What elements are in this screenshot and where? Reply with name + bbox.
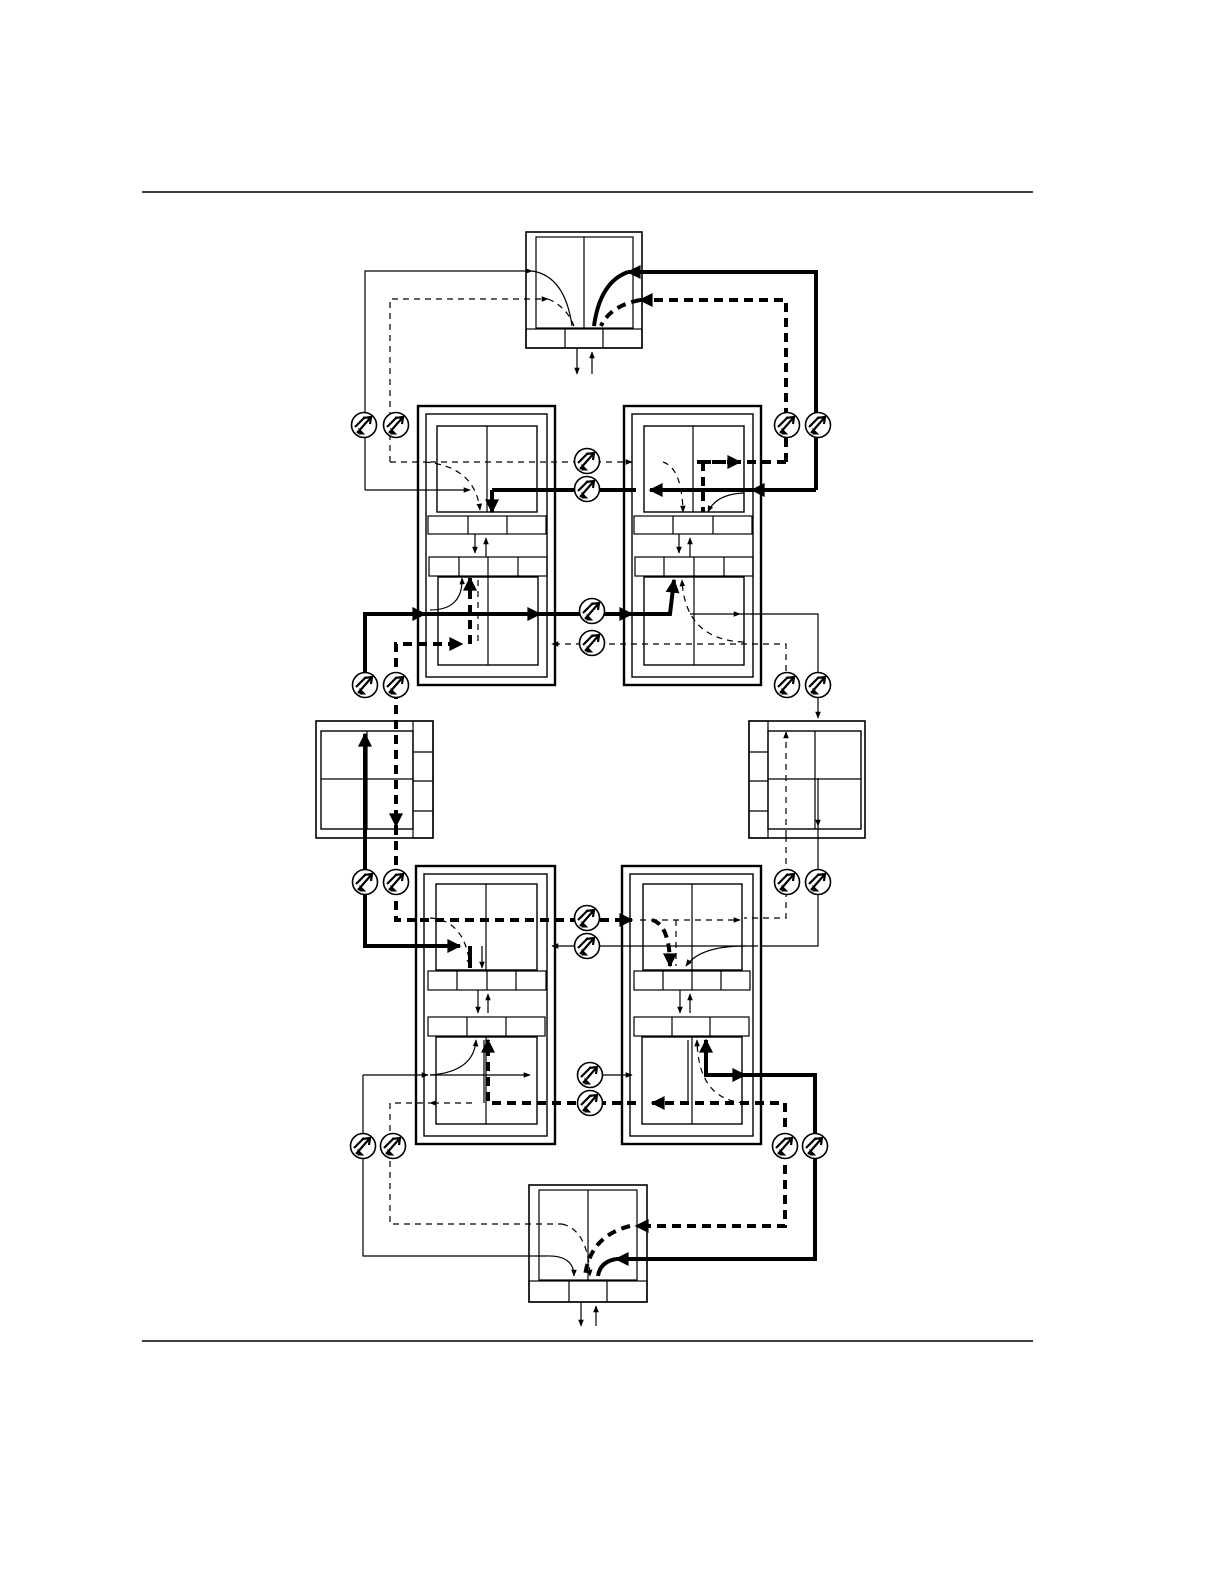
working-link bbox=[708, 493, 744, 512]
active-working-link bbox=[598, 1259, 616, 1276]
active-working-link bbox=[365, 885, 460, 946]
active-protection-link bbox=[488, 1040, 636, 1103]
fiber-connector-icon bbox=[773, 1134, 798, 1159]
port-strip bbox=[634, 1017, 749, 1036]
fiber-connector-icon bbox=[353, 870, 378, 895]
protection-link bbox=[548, 299, 574, 326]
fiber-connector-icon bbox=[575, 477, 600, 502]
fiber-connector-icon bbox=[575, 906, 600, 931]
active-protection-link bbox=[652, 920, 670, 966]
protection-link bbox=[390, 299, 548, 462]
active-protection-link bbox=[601, 300, 640, 326]
working-link bbox=[546, 1256, 574, 1276]
regen-port-column bbox=[749, 721, 768, 838]
fiber-connector-icon bbox=[351, 1134, 376, 1159]
regen-port-column bbox=[413, 721, 433, 838]
fiber-connector-icon bbox=[384, 413, 409, 438]
protection-link bbox=[390, 1150, 562, 1224]
fiber-connector-icon bbox=[578, 1063, 603, 1088]
protection-link bbox=[424, 462, 480, 510]
fiber-connector-icon bbox=[806, 413, 831, 438]
active-working-link bbox=[594, 272, 628, 326]
fiber-connector-icon bbox=[806, 673, 831, 698]
active-protection-link bbox=[640, 300, 786, 462]
fiber-connector-icon bbox=[384, 673, 409, 698]
node-card-bay bbox=[644, 426, 744, 512]
port-strip bbox=[428, 516, 546, 534]
fiber-connector-icon bbox=[580, 599, 605, 624]
fiber-connector-icon bbox=[775, 673, 800, 698]
fiber-connector-icon bbox=[580, 631, 605, 656]
fiber-connector-icon bbox=[806, 870, 831, 895]
fiber-connector-icon bbox=[575, 449, 600, 474]
fiber-connector-icon bbox=[381, 1134, 406, 1159]
protection-link bbox=[682, 580, 744, 642]
fiber-connector-icon bbox=[775, 870, 800, 895]
fiber-connector-icon bbox=[578, 1091, 603, 1116]
fiber-connector-icon bbox=[353, 673, 378, 698]
protection-link bbox=[663, 462, 683, 512]
working-link bbox=[430, 578, 462, 610]
port-strip bbox=[529, 1281, 647, 1302]
working-link bbox=[740, 614, 818, 718]
fiber-connector-icon bbox=[384, 870, 409, 895]
fiber-connector-icon bbox=[575, 934, 600, 959]
connectors-layer bbox=[351, 413, 831, 1159]
fiber-connector-icon bbox=[775, 413, 800, 438]
active-working-link bbox=[632, 580, 674, 614]
port-strip bbox=[428, 1017, 545, 1036]
port-strip bbox=[526, 329, 642, 348]
port-strip bbox=[634, 516, 752, 534]
active-protection-link bbox=[636, 1150, 785, 1226]
working-link bbox=[430, 1040, 476, 1075]
fiber-connector-icon bbox=[803, 1134, 828, 1159]
active-protection-link bbox=[585, 1226, 630, 1276]
working-link bbox=[686, 946, 745, 966]
fiber-connector-icon bbox=[352, 413, 377, 438]
